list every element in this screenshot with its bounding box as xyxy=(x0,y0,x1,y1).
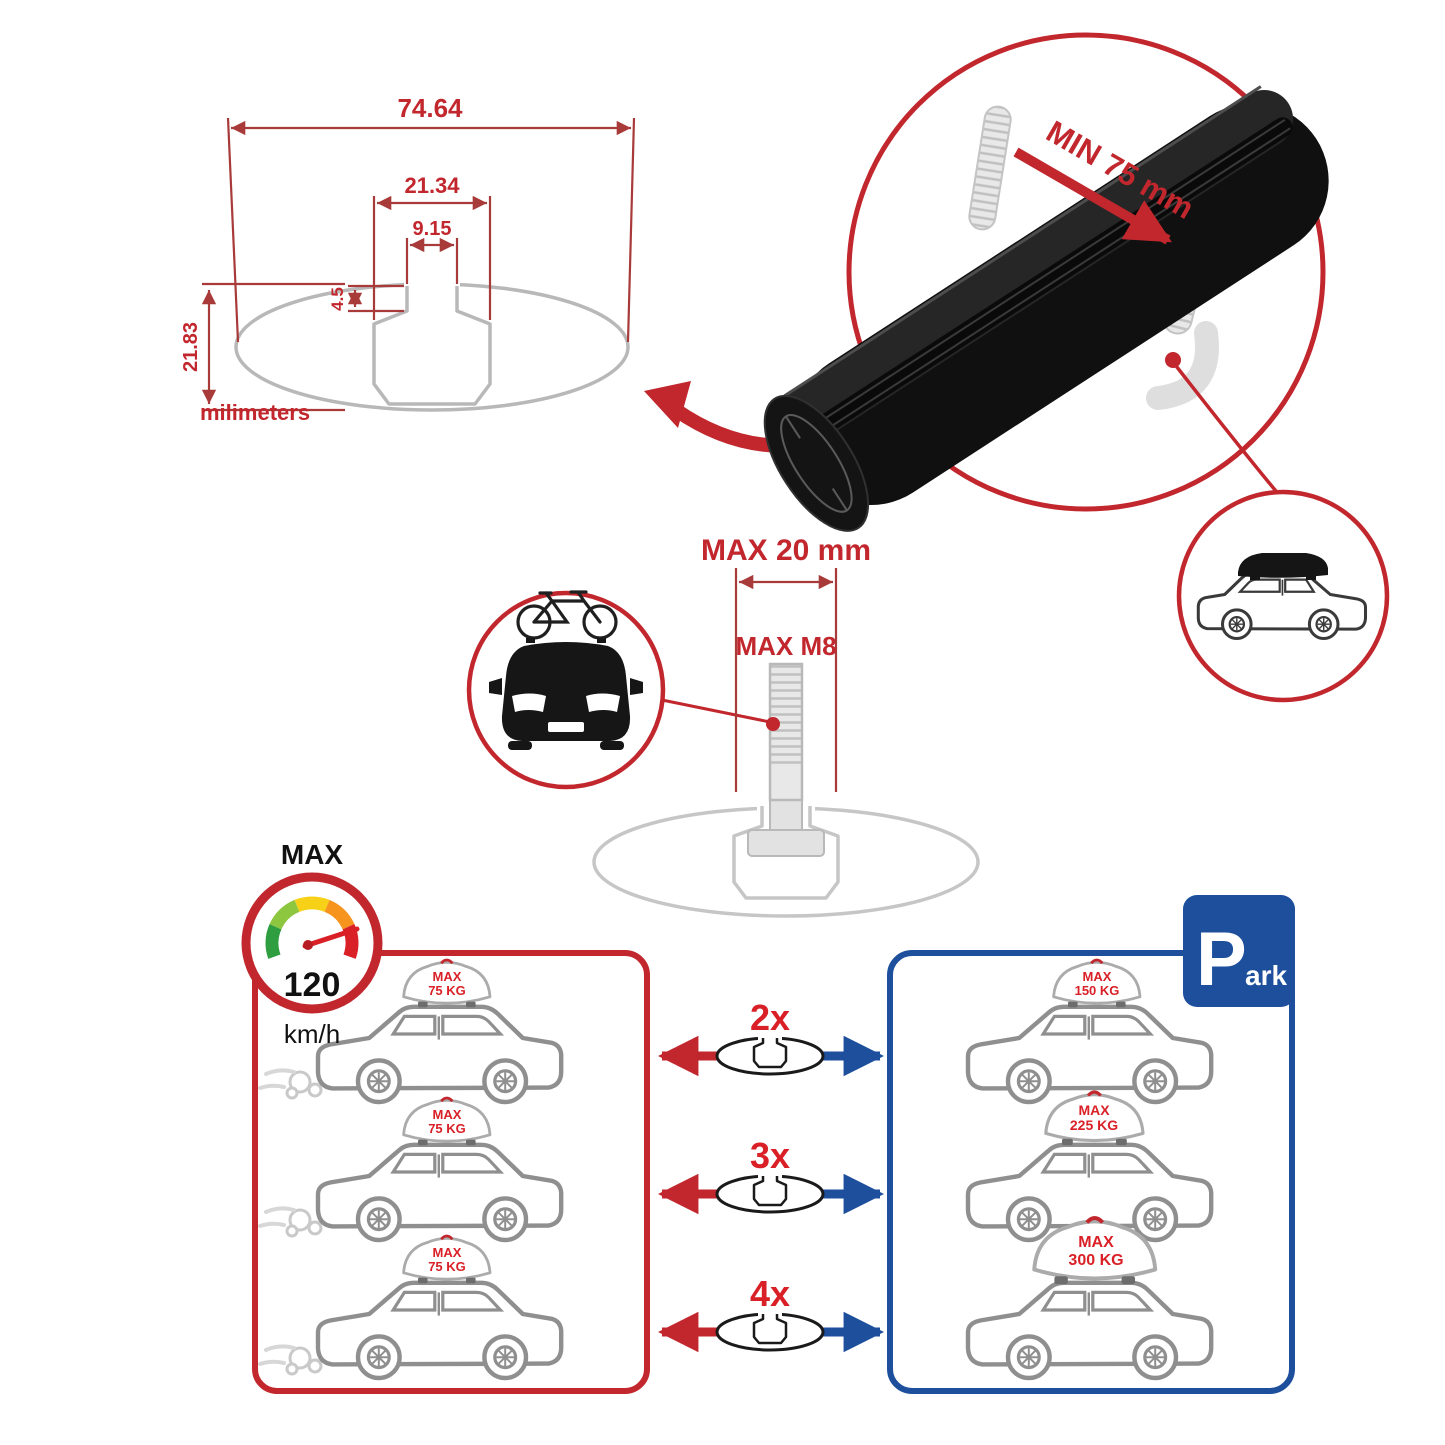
multiplier-arrows: 2x 3x 4x xyxy=(657,997,885,1353)
crossbar-render xyxy=(763,85,1329,532)
load-label: 300 KG xyxy=(1068,1252,1123,1269)
multiplier-label: 2x xyxy=(750,997,790,1038)
units-label: milimeters xyxy=(200,400,310,425)
u-bolt-bend xyxy=(1146,321,1219,410)
load-label: 75 KG xyxy=(428,1121,466,1136)
suv-roofbox-circle xyxy=(1176,489,1390,703)
parking-sign: P ark xyxy=(1183,895,1295,1007)
speed-unit: km/h xyxy=(284,1019,340,1049)
multiplier-label: 4x xyxy=(750,1273,790,1314)
load-label: 75 KG xyxy=(428,983,466,998)
load-label: 150 KG xyxy=(1075,983,1120,998)
gauge-needle xyxy=(302,926,360,949)
load-label: MAX xyxy=(433,1107,462,1122)
bolt-icon xyxy=(747,662,825,857)
leader-to-bolt xyxy=(661,698,771,724)
dim-slot-depth: 4.5 xyxy=(328,287,347,311)
clamp-point-dot xyxy=(1165,352,1181,368)
headlight-right-icon xyxy=(586,693,620,712)
gauge-max-label: MAX xyxy=(281,839,344,870)
dim-total-height: 21.83 xyxy=(180,322,202,372)
bolt-spec-diagram: MAX 20 mm MAX M8 xyxy=(466,534,980,918)
dim-slot-opening: 9.15 xyxy=(413,218,452,240)
speed-value: 120 xyxy=(284,966,341,1004)
driving-cars: MAX 75 KG MAX 75 KG MAX 75 KG xyxy=(258,958,561,1378)
dim-total-width: 74.64 xyxy=(397,93,463,123)
load-label: MAX xyxy=(1078,1234,1114,1251)
leader-to-suv-circle xyxy=(1171,360,1282,498)
load-label: MAX xyxy=(433,1245,462,1260)
cross-section-dimension-diagram: 74.64 21.34 9.15 4.5 21.83 milimeters xyxy=(180,93,636,425)
max-length-label: MAX 20 mm xyxy=(701,534,871,567)
crossbar-detail-circle: MIN 75 mm xyxy=(763,32,1329,532)
dimension-lines xyxy=(201,117,636,412)
load-label: MAX xyxy=(1083,969,1112,984)
headlight-left-icon xyxy=(512,693,546,712)
u-bolt-upper-rod xyxy=(968,105,1012,231)
min-clamp-arrow xyxy=(1013,147,1172,245)
roof-box-icon xyxy=(1238,553,1328,578)
dim-slot-outer: 21.34 xyxy=(404,173,460,198)
parking-cars: MAX 150 KG MAX 225 KG MAX 300 KG xyxy=(968,958,1211,1378)
speed-limit-gauge: MAX 120 km/h xyxy=(241,839,383,1049)
multiplier-label: 3x xyxy=(750,1135,790,1176)
load-label: MAX xyxy=(433,969,462,984)
load-label: 75 KG xyxy=(428,1259,466,1274)
parking-sign-suffix: ark xyxy=(1245,960,1287,991)
t-slot-profile xyxy=(372,286,492,406)
car-front-icon xyxy=(489,638,643,750)
load-label: MAX xyxy=(1078,1102,1110,1118)
bolt-dimension-lines xyxy=(734,568,838,792)
load-label: 225 KG xyxy=(1070,1117,1118,1133)
max-thread-label: MAX M8 xyxy=(735,631,836,661)
thread-point-dot xyxy=(766,717,780,731)
parking-sign-p: P xyxy=(1196,917,1247,1002)
